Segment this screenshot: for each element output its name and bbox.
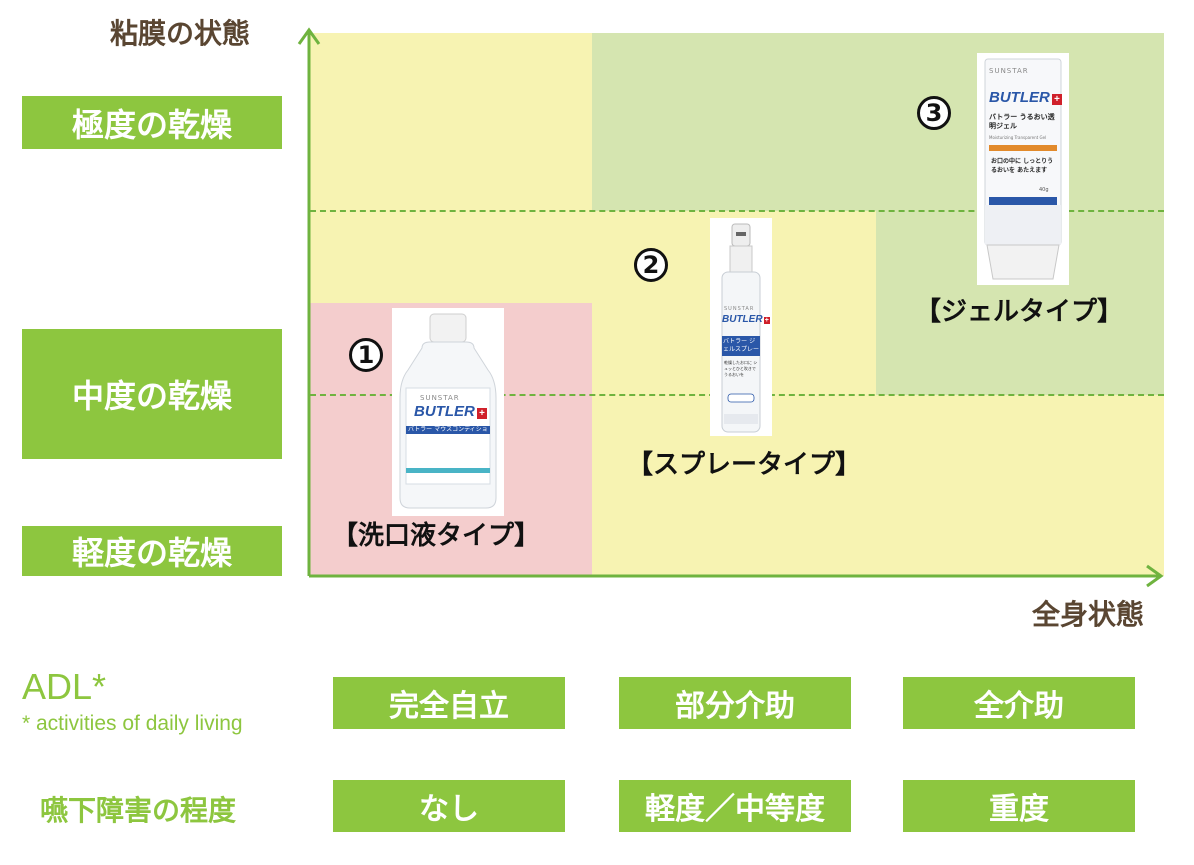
- product-type-2: 【スプレータイプ】: [627, 450, 862, 480]
- product-number-3: 3: [917, 96, 951, 130]
- product-2-desc: 乾燥したお口に シュッとひと吹きで うるおいを: [724, 360, 758, 377]
- product-2-name: バトラー ジェルスプレー: [723, 338, 760, 353]
- y-level-mild: 軽度の乾燥: [22, 526, 282, 576]
- x-axis-title: 全身状態: [1032, 598, 1145, 631]
- product-3-name: バトラー うるおい透明ジェル: [989, 113, 1055, 130]
- brand-cross-icon-2: +: [763, 317, 770, 324]
- mouthwash-bottle-icon: [399, 313, 497, 509]
- product-2-brand: BUTLER+: [722, 314, 770, 325]
- spray-bottle-image: SUNSTAR BUTLER+ バトラー ジェルスプレー 乾燥したお口に シュッ…: [710, 218, 772, 436]
- chart-axes: [297, 27, 1164, 588]
- brand-cross-icon-3: +: [1051, 94, 1062, 105]
- adl-level-full: 全介助: [903, 677, 1135, 729]
- product-number-2: 2: [634, 248, 668, 282]
- adl-title: ADL*: [22, 666, 107, 707]
- adl-note: * activities of daily living: [22, 712, 243, 735]
- product-3-brand-text: BUTLER: [989, 89, 1050, 106]
- mouthwash-bottle-image: SUNSTAR BUTLER+ バトラー マウスコンディショナー: [392, 308, 504, 516]
- swallow-level-severe: 重度: [903, 780, 1135, 832]
- product-3-brand: BUTLER+: [989, 89, 1062, 106]
- adl-level-partial: 部分介助: [619, 677, 851, 729]
- gel-tube-image: SUNSTAR BUTLER+ バトラー うるおい透明ジェル Moisturiz…: [977, 53, 1069, 285]
- gel-tube-icon: [984, 58, 1062, 280]
- product-1-brand: BUTLER+: [414, 403, 487, 420]
- product-2-brand-text: BUTLER: [722, 314, 763, 325]
- product-1-brand-text: BUTLER: [414, 403, 475, 420]
- product-1-brand-top: SUNSTAR: [420, 394, 460, 402]
- spray-bottle-icon: [721, 223, 761, 433]
- dashed-line-extreme: [310, 210, 1164, 212]
- y-level-extreme: 極度の乾燥: [22, 96, 282, 149]
- product-2-brand-top: SUNSTAR: [724, 306, 755, 312]
- swallow-title: 嚥下障害の程度: [40, 794, 237, 827]
- product-type-1: 【洗口液タイプ】: [332, 521, 541, 551]
- product-3-desc: お口の中に しっとりうるおいを あたえます: [991, 158, 1054, 174]
- product-3-brand-top: SUNSTAR: [989, 67, 1029, 75]
- product-type-3: 【ジェルタイプ】: [915, 297, 1124, 327]
- product-3-subname: Moisturizing Transparent Gel: [989, 135, 1047, 140]
- product-number-1: 1: [349, 338, 383, 372]
- adl-level-independent: 完全自立: [333, 677, 565, 729]
- swallow-level-none: なし: [333, 780, 565, 832]
- brand-cross-icon: +: [476, 408, 487, 419]
- swallow-level-mild-moderate: 軽度／中等度: [619, 780, 851, 832]
- product-3-weight: 40g: [1039, 187, 1049, 193]
- product-1-name: バトラー マウスコンディショナー: [408, 426, 488, 433]
- y-level-moderate: 中度の乾燥: [22, 329, 282, 459]
- y-axis-title: 粘膜の状態: [110, 17, 251, 50]
